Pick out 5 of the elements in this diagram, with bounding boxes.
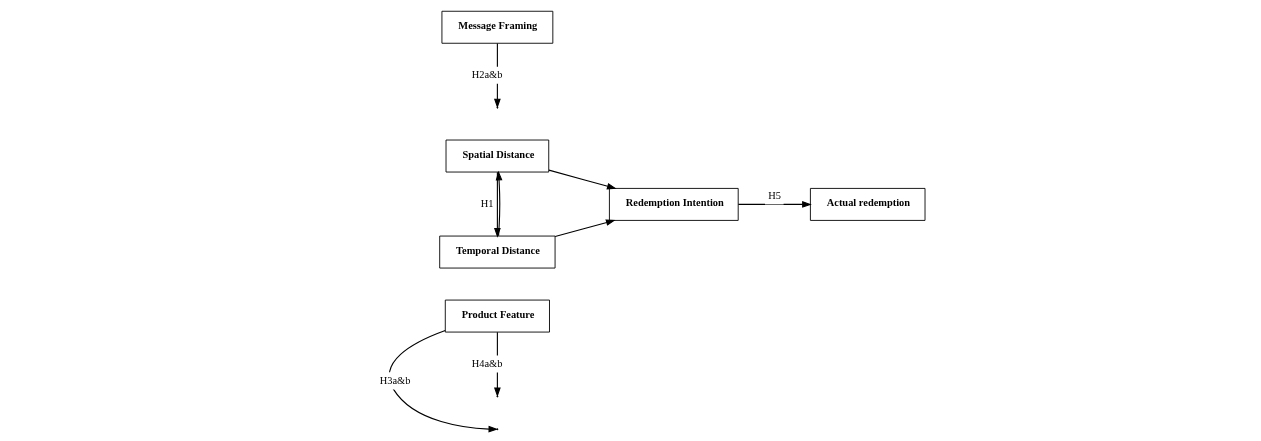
edge-label: H4a&b	[471, 358, 502, 370]
edge-label: H1	[480, 198, 493, 210]
edge-label: H2a&b	[471, 69, 502, 81]
edge-label: H3a&b	[379, 374, 410, 386]
edge-label: H5	[767, 189, 781, 201]
